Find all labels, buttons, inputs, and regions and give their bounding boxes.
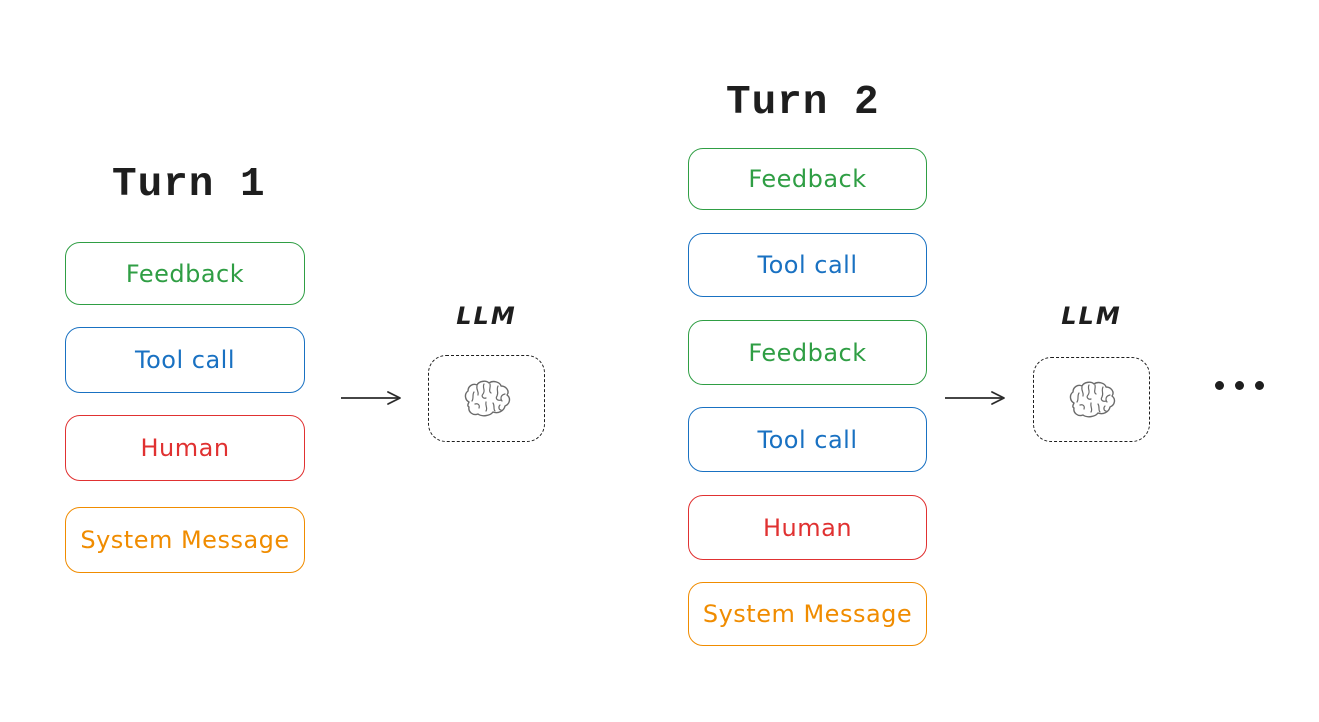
message-box-tool-call: Tool call [65, 327, 305, 393]
message-box-tool-call: Tool call [688, 407, 927, 472]
message-box-human: Human [65, 415, 305, 481]
message-box-human: Human [688, 495, 927, 560]
message-box-tool-call: Tool call [688, 233, 927, 297]
arrow-icon [945, 391, 1005, 405]
arrow-icon [341, 391, 401, 405]
llm-label: LLM [456, 302, 517, 330]
brain-icon [1069, 381, 1115, 417]
message-label: Human [762, 513, 853, 542]
message-label: Feedback [125, 259, 245, 288]
message-box-system-message: System Message [65, 507, 305, 573]
message-box-feedback: Feedback [688, 148, 927, 210]
brain-icon [464, 380, 510, 416]
llm-box [428, 355, 545, 442]
ellipsis-icon [1215, 381, 1264, 390]
message-label: System Message [80, 526, 290, 554]
message-label: Tool call [135, 346, 235, 374]
message-label: Human [140, 434, 230, 462]
turn-2-title: Turn 2 [726, 80, 880, 126]
message-box-feedback: Feedback [688, 320, 927, 385]
turn-1-title: Turn 1 [112, 162, 266, 208]
message-label: System Message [702, 600, 913, 628]
llm-label: LLM [1061, 302, 1122, 330]
message-label: Feedback [748, 338, 867, 367]
message-box-system-message: System Message [688, 582, 927, 646]
message-label: Feedback [748, 165, 867, 193]
message-label: Tool call [757, 425, 858, 454]
llm-box [1033, 357, 1150, 442]
message-label: Tool call [757, 251, 858, 279]
message-box-feedback: Feedback [65, 242, 305, 305]
